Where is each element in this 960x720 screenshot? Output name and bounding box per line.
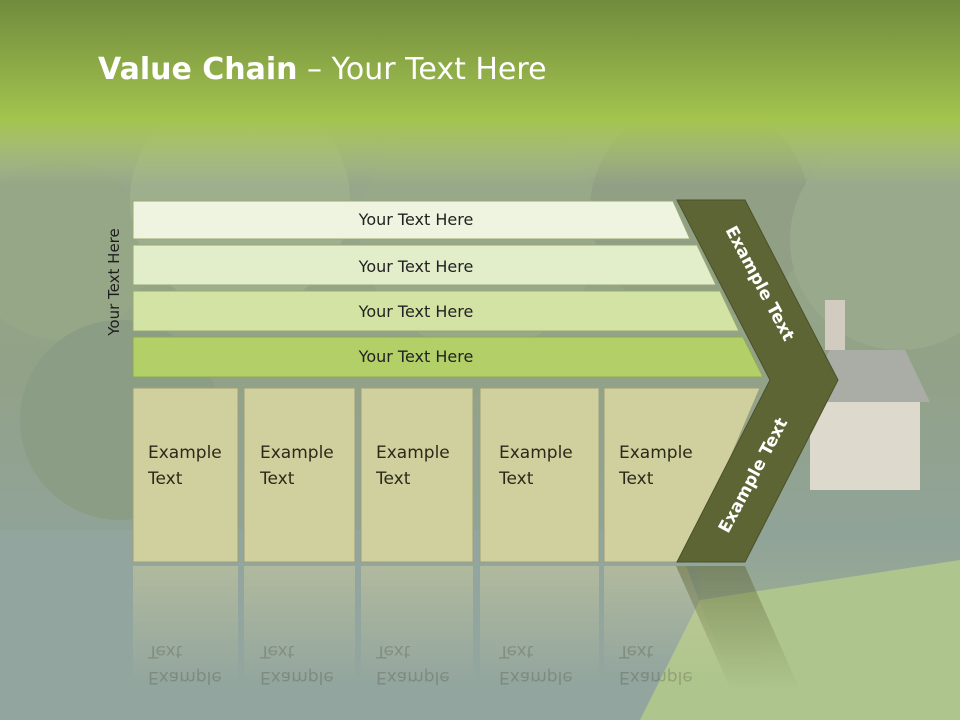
column-box-3 [360, 387, 474, 563]
reflection-line2-2: Text [259, 641, 295, 661]
column-text-5-line2: Text [619, 469, 654, 489]
column-text-2-line2: Text [260, 469, 295, 489]
row-label-2: Your Text Here [358, 257, 474, 276]
title-rest: – Your Text Here [297, 52, 547, 87]
column-text-1: Example Text [148, 440, 222, 492]
column-text-2: Example Text [260, 440, 334, 492]
title-bold: Value Chain [98, 52, 298, 87]
side-label: Your Text Here [105, 228, 123, 336]
column-text-4-line1: Example [499, 443, 573, 463]
reflection-line1-5: Example [619, 667, 693, 687]
row-bar-3 [132, 290, 740, 332]
row-bar-1 [132, 200, 691, 240]
column-text-2-line1: Example [260, 443, 334, 463]
reflection-line2-4: Text [498, 641, 534, 661]
column-box-1 [132, 387, 239, 563]
reflection-line2-5: Text [618, 641, 654, 661]
reflection-line1-1: Example [148, 667, 222, 687]
row-label-3: Your Text Here [358, 302, 474, 321]
column-box-2 [243, 387, 356, 563]
column-text-3: Example Text [376, 440, 450, 492]
row-bar-4 [132, 336, 764, 378]
reflection-line2-3: Text [375, 641, 411, 661]
column-text-4-line2: Text [499, 469, 534, 489]
reflection-text: Text Example Text Example Text Example T… [147, 641, 693, 687]
chevron-arrow [676, 199, 839, 563]
row-bar-2 [132, 244, 717, 286]
row-label-1: Your Text Here [358, 210, 474, 229]
column-text-3-line1: Example [376, 443, 450, 463]
reflection-line1-2: Example [260, 667, 334, 687]
reflection-line2-1: Text [147, 641, 183, 661]
column-box-4 [479, 387, 600, 563]
row-label-4: Your Text Here [358, 347, 474, 366]
reflection-line1-4: Example [499, 667, 573, 687]
reflection-line1-3: Example [376, 667, 450, 687]
column-text-1-line1: Example [148, 443, 222, 463]
column-text-5: Example Text [619, 440, 693, 492]
page-title: Value Chain – Your Text Here [98, 52, 547, 87]
column-reflections [133, 566, 800, 690]
column-text-3-line2: Text [376, 469, 411, 489]
column-text-1-line2: Text [148, 469, 183, 489]
column-text-4: Example Text [499, 440, 573, 492]
column-text-5-line1: Example [619, 443, 693, 463]
